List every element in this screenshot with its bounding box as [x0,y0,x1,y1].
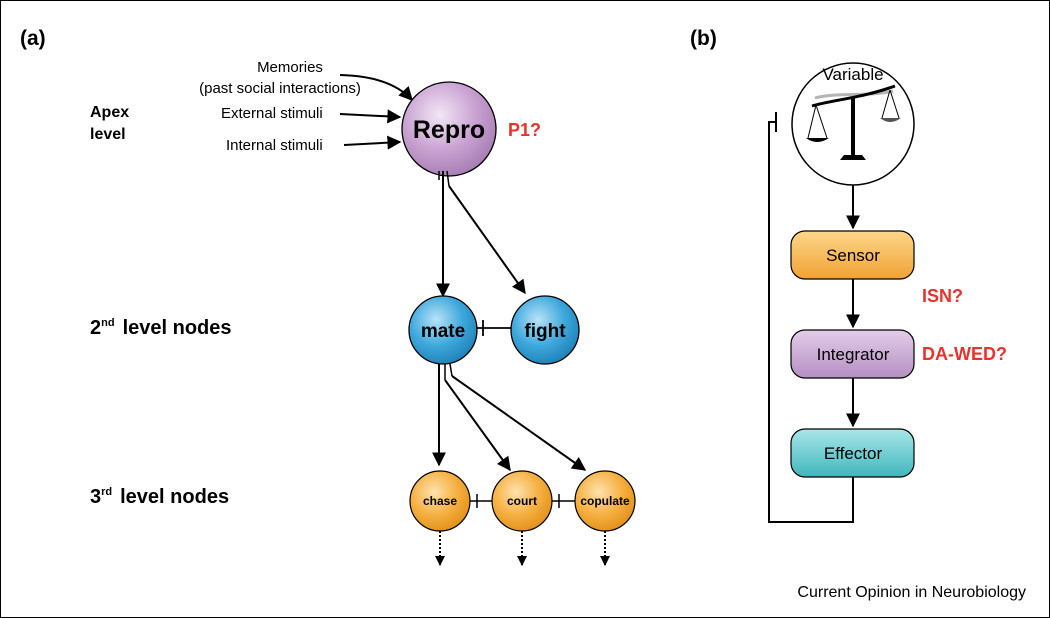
input-external-stimuli: External stimuli [221,105,323,122]
effector-label: Effector [824,444,883,463]
mate-node-label: mate [421,321,465,342]
repro-node-label: Repro [413,116,485,144]
integrator-label: Integrator [817,345,890,364]
repro-tail-line-2 [446,170,450,187]
copulate-node-label: copulate [580,494,630,508]
input-memories-line2: (past social interactions) [199,80,361,97]
apex-level-label-line1: Apex [90,104,129,121]
mate-node [408,295,478,365]
arrow-repro-to-fight [448,185,526,295]
variable-node-label: Variable [822,65,883,84]
mate-tail-line-2 [449,363,453,377]
candidate-p1: P1? [508,120,541,140]
repro-node [401,81,497,177]
fight-node [510,295,580,365]
court-node-label: court [507,494,537,508]
sensor-label: Sensor [826,246,880,265]
apex-level-label-line2: level [90,126,126,143]
arrow-internal-to-repro [343,135,402,150]
balance-scale-icon [806,84,901,160]
input-memories-line1: Memories [257,59,323,76]
panel-a-label: (a) [20,27,46,50]
candidate-da-wed: DA-WED? [922,344,1007,364]
fight-node-label: fight [524,321,566,342]
candidate-isn: ISN? [922,286,963,306]
source-credit: Current Opinion in Neurobiology [797,584,1026,601]
arrow-mate-to-court [444,379,511,472]
input-internal-stimuli: Internal stimuli [226,137,323,154]
panel-b-label: (b) [690,27,717,50]
arrow-mate-to-copulate [451,375,587,471]
feedback-loop-line [768,121,854,523]
arrow-external-to-repro [339,109,402,124]
chase-node-label: chase [423,494,457,508]
arrow-memories-to-repro [339,74,413,102]
